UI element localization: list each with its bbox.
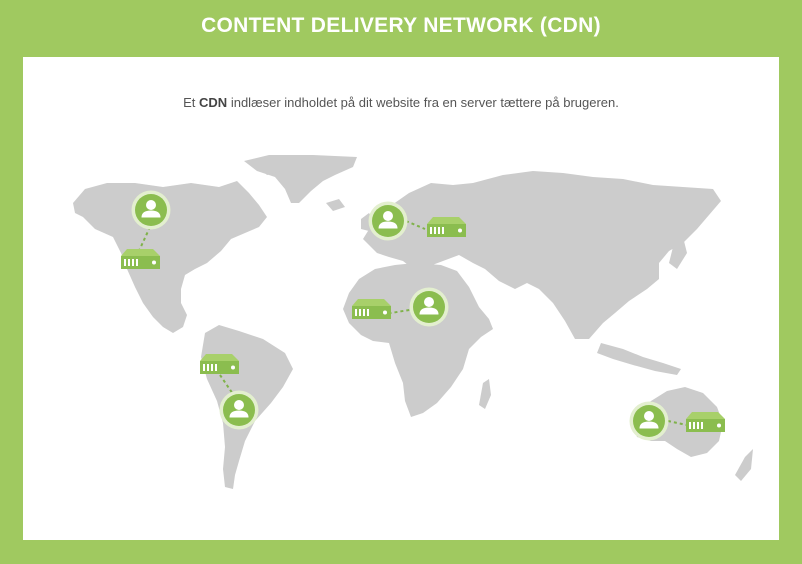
world-map (73, 155, 753, 489)
user-icon (409, 287, 449, 327)
server-icon (352, 299, 391, 319)
indonesia-land (597, 343, 681, 375)
content-panel: Et CDN indlæser indholdet på dit website… (23, 57, 779, 540)
japan-land (669, 237, 687, 269)
europe-asia-land (363, 171, 721, 339)
greenland-land (244, 155, 357, 203)
server-icon (200, 354, 239, 374)
server-icon (121, 249, 160, 269)
north-america-land (73, 181, 267, 333)
user-icon (131, 190, 171, 230)
madagascar-land (479, 379, 491, 409)
page-title: CONTENT DELIVERY NETWORK (CDN) (201, 14, 601, 37)
user-icon (629, 401, 669, 441)
iceland-land (326, 199, 345, 211)
user-icon (368, 201, 408, 241)
link-south-america (219, 374, 236, 398)
arctic-island-land (259, 161, 281, 175)
subtitle-prefix: Et (183, 95, 196, 110)
subtitle-suffix: indlæser indholdet på dit website fra en… (230, 95, 619, 110)
subtitle: Et CDN indlæser indholdet på dit website… (23, 95, 779, 110)
subtitle-emphasis: CDN (199, 95, 228, 110)
server-icon (686, 412, 725, 432)
server-icon (427, 217, 466, 237)
link-north-america (137, 226, 151, 254)
new-zealand-land (735, 449, 753, 481)
user-icon (219, 390, 259, 430)
africa-land (343, 263, 493, 417)
